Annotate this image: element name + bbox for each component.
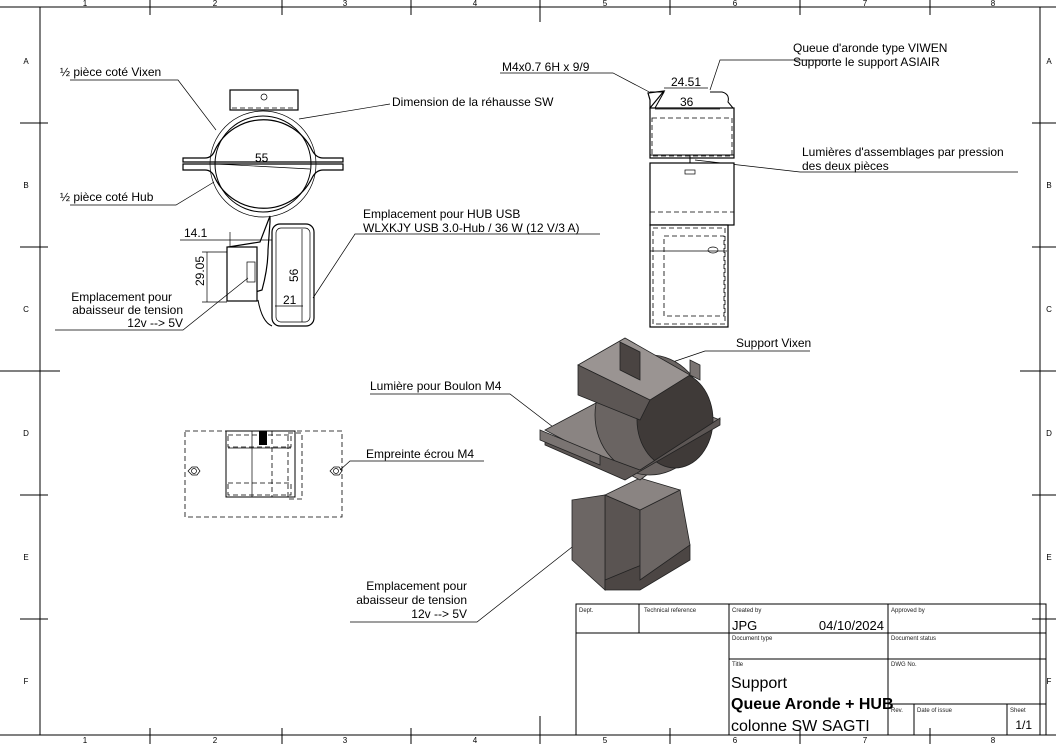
doc-status-label: Document status [891, 636, 936, 642]
dim-dovetail-top: 24.51 [671, 75, 701, 89]
label-support-vixen: Support Vixen [736, 336, 811, 350]
col-label: 2 [213, 0, 218, 8]
title-line-2: Queue Aronde + HUB [731, 696, 894, 713]
label-half-hub: ½ pièce coté Hub [60, 190, 154, 204]
label-reducer-2: abaisseur de tension [72, 303, 183, 317]
created-date: 04/10/2024 [819, 618, 884, 633]
col-label: 3 [343, 736, 348, 744]
col-label: 2 [213, 736, 218, 744]
isometric-view [539, 337, 721, 591]
sheet-number: 1/1 [1015, 718, 1032, 732]
col-label: 1 [83, 0, 88, 8]
label-bolt-slot: Lumière pour Boulon M4 [370, 379, 502, 393]
tech-ref-label: Technical reference [644, 608, 697, 614]
label-reducer-iso-1: Emplacement pour [366, 579, 467, 593]
col-label: 7 [863, 736, 868, 744]
row-label: C [1046, 305, 1052, 314]
dept-label: Dept. [579, 608, 594, 614]
label-half-vixen: ½ pièce coté Vixen [60, 65, 161, 79]
row-label: B [1046, 181, 1051, 190]
title-line-3: colonne SW SAGTI [731, 718, 870, 735]
approved-by-label: Approved by [891, 608, 925, 614]
label-dovetail-2: Supporte le support ASIAIR [793, 55, 940, 69]
row-label: A [1046, 57, 1052, 66]
title-block: Dept. Technical reference Created by JPG… [575, 603, 1047, 736]
col-label: 8 [991, 0, 996, 8]
label-riser-dimension: Dimension de la réhausse SW [392, 95, 554, 109]
label-dovetail-1: Queue d'aronde type VIWEN [793, 41, 947, 55]
top-view [184, 430, 343, 518]
col-label: 8 [991, 736, 996, 744]
row-label: B [23, 181, 28, 190]
dim-diameter: 55 [255, 151, 269, 165]
row-label: E [23, 553, 28, 562]
col-label: 7 [863, 0, 868, 8]
label-reducer-iso-2: abaisseur de tension [356, 593, 467, 607]
dim-reducer-height: 29.05 [193, 256, 207, 286]
row-label: D [23, 429, 29, 438]
sheet-label: Sheet [1010, 708, 1026, 714]
rev-label: Rev. [891, 708, 903, 714]
label-hub-location-1: Emplacement pour HUB USB [363, 207, 520, 221]
col-label: 3 [343, 0, 348, 8]
col-label: 6 [733, 736, 738, 744]
front-view: 55 14.1 29.05 56 21 [180, 89, 344, 327]
col-label: 6 [733, 0, 738, 8]
dim-hub-width: 21 [283, 293, 297, 307]
leader-lines [55, 59, 1018, 623]
row-label: F [1047, 677, 1052, 686]
dim-dovetail-bottom: 36 [680, 95, 694, 109]
label-reducer-3: 12v --> 5V [127, 316, 183, 330]
title-label: Title [732, 662, 744, 668]
label-thread: M4x0.7 6H x 9/9 [502, 60, 590, 74]
col-label: 1 [83, 736, 88, 744]
label-reducer-1: Emplacement pour [71, 290, 172, 304]
row-label: E [1046, 553, 1051, 562]
created-by: JPG [732, 618, 757, 633]
row-label: D [1046, 429, 1052, 438]
label-slots-2: des deux pièces [802, 159, 889, 173]
col-label: 5 [603, 736, 608, 744]
dim-offset: 14.1 [184, 226, 208, 240]
row-label: A [23, 57, 29, 66]
side-view: 24.51 36 [647, 75, 735, 328]
doc-type-label: Document type [732, 636, 773, 642]
row-label: F [24, 677, 29, 686]
title-line-1: Support [731, 675, 788, 692]
col-label: 4 [473, 736, 478, 744]
label-hub-location-2: WLXKJY USB 3.0-Hub / 36 W (12 V/3 A) [363, 221, 580, 235]
row-label: C [23, 305, 29, 314]
label-slots-1: Lumières d'assemblages par pression [802, 145, 1004, 159]
created-by-label: Created by [732, 608, 761, 614]
dim-hub-height: 56 [287, 268, 301, 282]
dwg-no-label: DWG No. [891, 662, 917, 668]
date-issue-label: Date of issue [917, 708, 953, 714]
col-label: 5 [603, 0, 608, 8]
col-label: 4 [473, 0, 478, 8]
label-nut-imprint: Empreinte écrou M4 [366, 447, 474, 461]
label-reducer-iso-3: 12v --> 5V [411, 607, 467, 621]
